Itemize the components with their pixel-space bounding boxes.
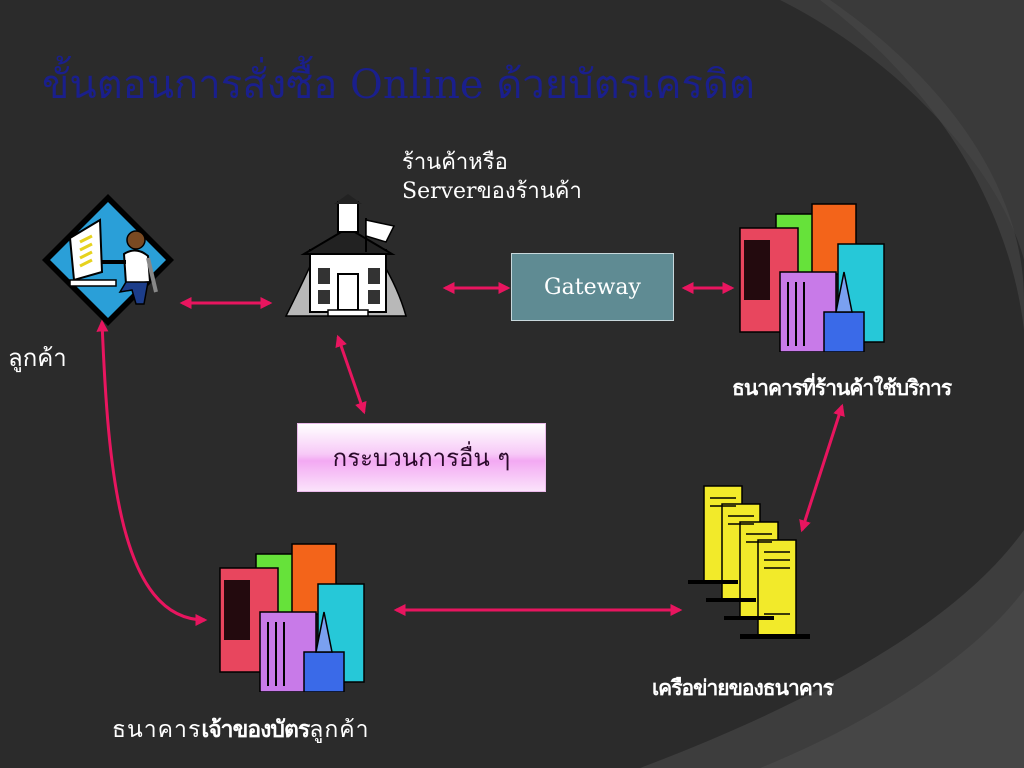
merchant-bank-city-buildings-icon: [739, 203, 885, 352]
issuer-bank-label-bold: เจ้าของบัตร: [201, 717, 310, 743]
issuer-bank-city-buildings-icon: [219, 543, 365, 692]
server-towers-icon: [688, 485, 810, 639]
arrow-shop-process: [335, 334, 367, 415]
merchant-bank-label: ธนาคารที่ร้านค้าใช้บริการ: [732, 376, 952, 400]
issuer-bank-label-part2: ลูกค้า: [309, 717, 370, 743]
gateway-box: Gateway: [511, 253, 674, 321]
shop-label-line1: ร้านค้าหรือ: [402, 150, 508, 175]
customer-label: ลูกค้า: [8, 344, 67, 372]
issuer-bank-label: ธนาคารเจ้าของบัตรลูกค้า: [112, 712, 370, 748]
shop-label-line2: Serverของร้านค้า: [402, 179, 582, 204]
arrow-merchant-bank-network: [799, 403, 845, 533]
shop-label: ร้านค้าหรือ Serverของร้านค้า: [402, 148, 582, 206]
issuer-bank-label-part1: ธนาคาร: [112, 717, 202, 743]
bank-network-label: เครือข่ายของธนาคาร: [652, 676, 834, 700]
school-building-icon: [284, 194, 407, 317]
slide-title: ขั้นตอนการสั่งซื้อ Online ด้วยบัตรเครดิต: [42, 62, 755, 108]
computer-user-icon: [42, 194, 174, 326]
arrow-customer-issuer-bank: [96, 319, 208, 626]
other-process-box: กระบวนการอื่น ๆ: [297, 423, 546, 492]
